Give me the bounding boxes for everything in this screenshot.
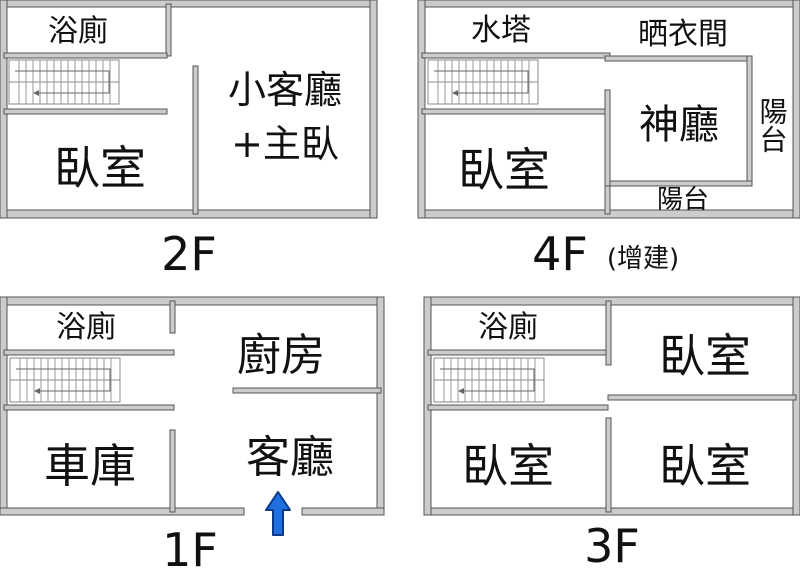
wall [3,349,175,356]
staircase [427,59,539,105]
room-label-bath: 浴廁 [478,310,538,345]
room-label-living: 客廳 [246,432,334,483]
floor-3f-plan: 浴廁 臥室 臥室 臥室 3F [423,296,800,573]
wall [605,417,612,513]
wall [165,3,172,57]
wall [192,65,199,215]
wall [423,507,800,516]
wall [604,55,753,62]
staircase [9,357,121,403]
room-label-balcony-bottom: 陽台 [657,185,709,215]
room-label-bath: 浴廁 [48,14,108,49]
room-label-living-line2: +主臥 [231,122,339,166]
room-label-kitchen: 廚房 [237,330,325,381]
wall [792,296,800,516]
room-label-water-tower: 水塔 [471,13,531,48]
room-label-garage: 車庫 [44,439,136,493]
floor-label-1f: 1F [162,523,218,577]
wall [423,296,800,306]
wall [604,89,611,187]
staircase [433,357,545,403]
staircase [8,59,120,105]
room-label-shrine: 神廳 [639,102,719,148]
wall [746,55,753,187]
wall [169,429,176,513]
wall [232,387,382,394]
floor-1f-plan: 浴廁 廚房 車庫 客廳 1F [0,296,385,577]
wall [301,507,385,516]
wall [0,0,378,8]
entrance-up-arrow-icon [265,491,291,536]
wall [605,300,612,366]
wall [0,507,245,516]
wall [169,300,176,334]
wall [607,394,797,401]
floor-2f-plan: 浴廁 臥室 小客廳 +主臥 2F [0,0,378,281]
room-label-bedroom: 臥室 [458,143,550,197]
floor-label-3f: 3F [584,519,640,573]
wall [3,52,168,59]
room-label-bedroom-bottom-left: 臥室 [462,439,554,493]
wall [0,296,385,306]
room-label-balcony-right: 陽台 [756,97,789,153]
wall [376,296,385,516]
wall [792,0,800,219]
wall [427,349,609,356]
room-label-bedroom-top-right: 臥室 [659,329,751,383]
room-label-bath: 浴廁 [56,310,116,345]
wall [604,185,611,215]
wall [421,52,611,59]
floor-note-4f: (增建) [607,244,679,274]
floor-label-2f: 2F [161,227,217,281]
wall [417,0,800,8]
wall [369,0,378,219]
wall [0,209,378,219]
room-label-bedroom-bottom-right: 臥室 [659,439,751,493]
room-label-laundry: 晒衣間 [638,17,728,52]
floor-label-4f: 4F [532,227,588,281]
wall [427,404,609,411]
wall [421,108,611,115]
room-label-bedroom: 臥室 [54,141,146,195]
room-label-living-line1: 小客廳 [228,68,342,112]
floor-4f-plan: 水塔 晒衣間 神廳 臥室 陽台 陽台 4F (增建) [417,0,800,281]
wall [3,404,175,411]
wall [3,108,168,115]
